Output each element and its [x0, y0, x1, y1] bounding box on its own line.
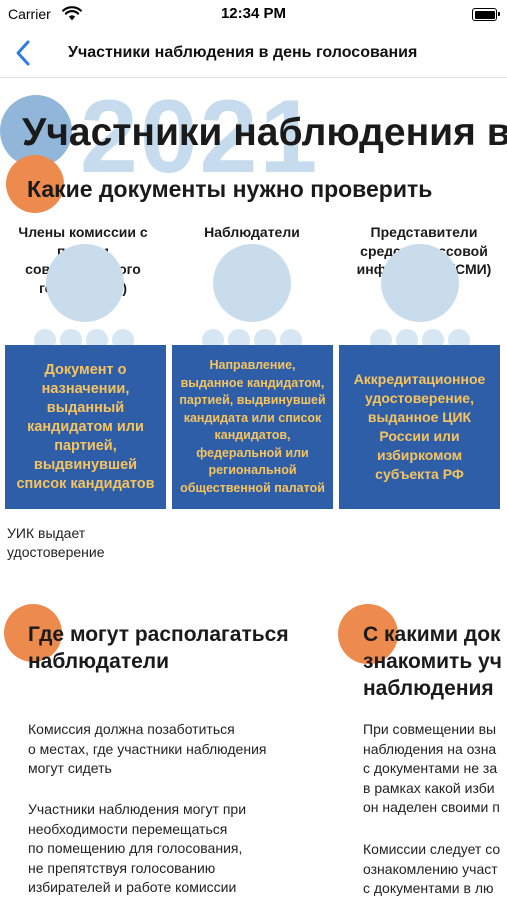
person-head-media	[381, 244, 459, 322]
document-card-observers: Направление, выданное кандидатом, партие…	[172, 345, 333, 509]
paragraph-placement-2: Участники наблюдения могут при необходим…	[28, 801, 247, 895]
battery-icon	[472, 8, 500, 21]
infographic-content[interactable]: 2021 Участники наблюдения в Какие докуме…	[0, 79, 507, 900]
decor-circle-orange	[4, 604, 62, 662]
navigation-bar: Участники наблюдения в день голосования	[0, 30, 507, 78]
section-title-documents: Какие документы нужно проверить	[27, 176, 433, 202]
document-card-text: Документ о назначении, выданный кандидат…	[16, 361, 155, 492]
chevron-left-icon	[16, 40, 30, 66]
status-time: 12:34 PM	[220, 5, 287, 22]
decor-circle-orange	[6, 155, 64, 213]
paragraph-documents-1: При совмещении вы наблюдения на озна с д…	[363, 721, 500, 815]
decor-circle-orange	[338, 604, 398, 664]
nav-title: Участники наблюдения в день голосования	[68, 44, 418, 61]
status-bar: Carrier 12:34 PM	[0, 0, 507, 30]
document-card-text: Направление, выданное кандидатом, партие…	[179, 358, 326, 495]
document-card-media: Аккредитационное удостоверение, выданное…	[339, 345, 500, 509]
infographic-title: Участники наблюдения в	[22, 111, 507, 154]
carrier-label: Carrier	[8, 6, 51, 22]
paragraph-placement-1: Комиссия должна позаботиться о местах, г…	[28, 721, 267, 776]
section-title-placement: Где могут располагаться наблюдатели	[28, 623, 289, 673]
uik-note: УИК выдает удостоверение	[7, 525, 105, 560]
document-card-text: Аккредитационное удостоверение, выданное…	[353, 371, 486, 482]
person-head-psg	[46, 244, 124, 322]
person-head-observers	[213, 244, 291, 322]
paragraph-documents-2: Комиссии следует со ознакомлению участ с…	[363, 841, 501, 896]
column-label-observers: Наблюдатели	[204, 224, 300, 240]
section-title-documents-access: С какими док знакомить уч наблюдения	[363, 623, 502, 700]
year-background: 2021	[80, 79, 320, 195]
back-button[interactable]	[12, 38, 40, 68]
document-card-psg: Документ о назначении, выданный кандидат…	[5, 345, 166, 509]
wifi-icon	[62, 6, 82, 26]
